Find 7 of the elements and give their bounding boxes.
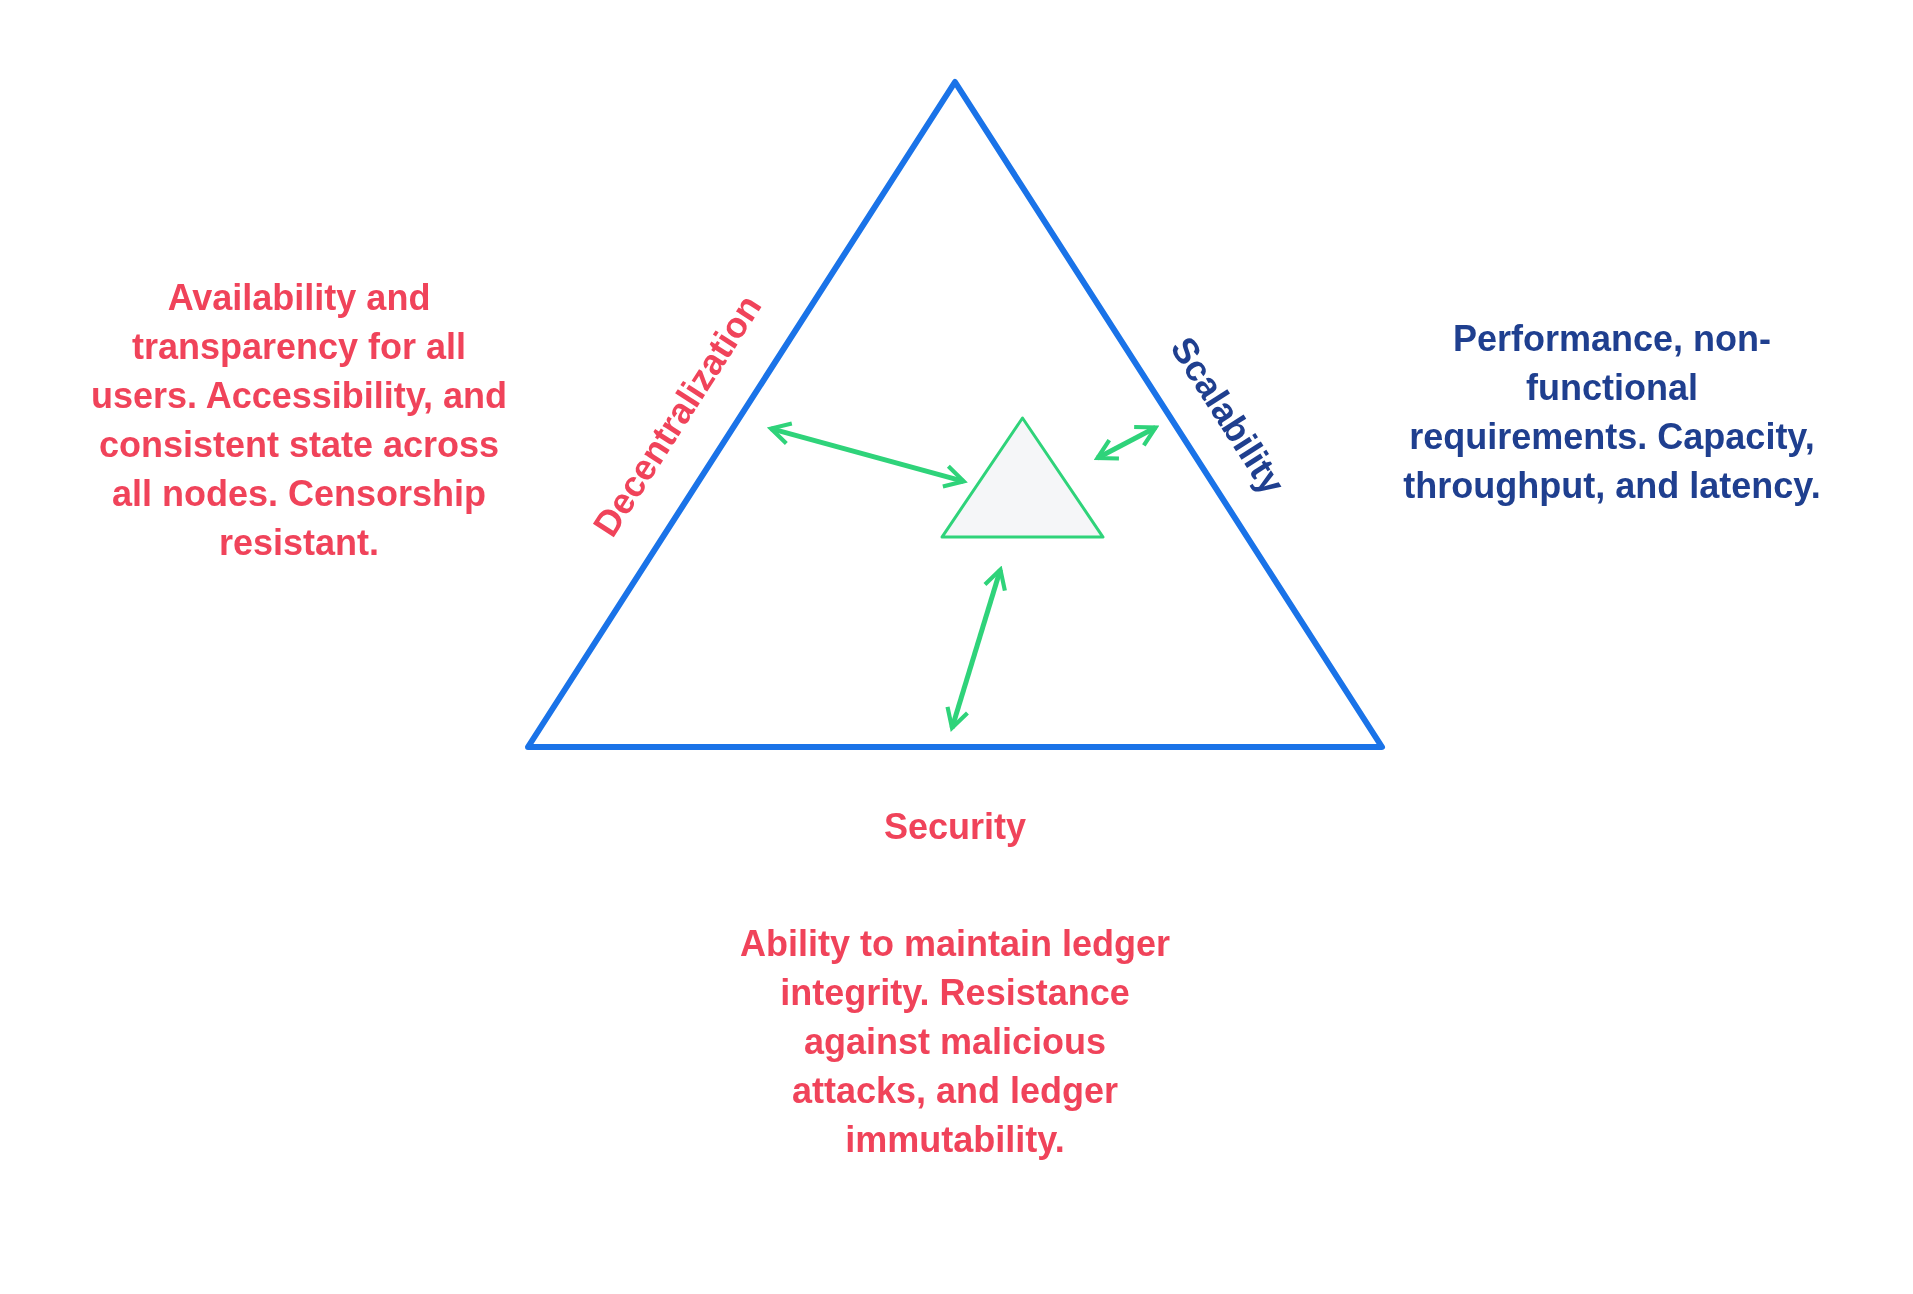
- description: Ability to maintain ledger integrity. Resistance against malicious attacks, and ledger immutability.: [738, 921, 1172, 1162]
- description: Performance, non-functional requirements. Capacity, throughput, and latency.: [1402, 317, 1822, 508]
- double-arrow: [768, 421, 966, 489]
- double-arrow: [1095, 424, 1158, 461]
- double-arrow: [945, 567, 1007, 730]
- description: Availability and transparency for all users. Accessibility, and consistent state across all nodes. Censorship resistant.: [89, 276, 509, 565]
- side-label: Security: [882, 804, 1028, 849]
